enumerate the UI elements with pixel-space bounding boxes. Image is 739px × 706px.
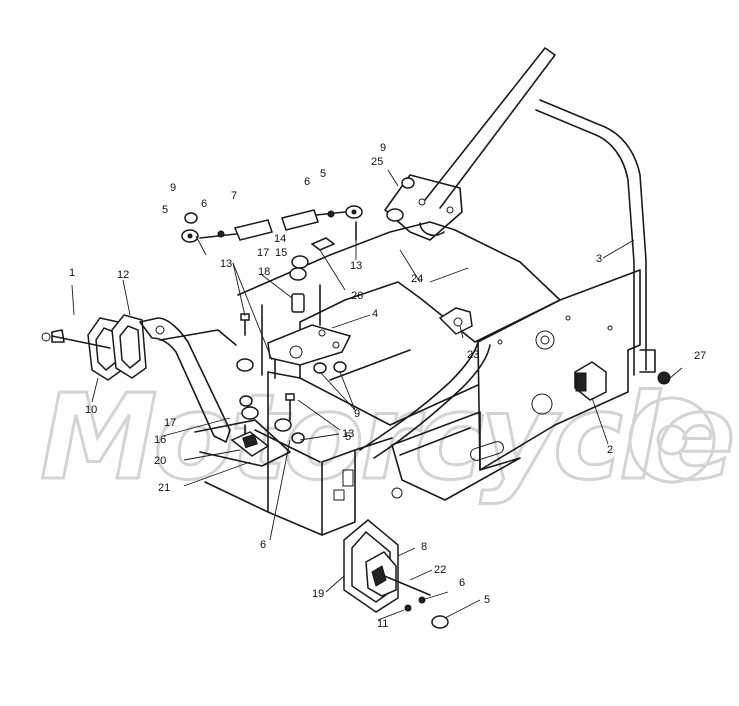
callout-15: 15 (275, 247, 287, 259)
callout-23: 23 (467, 349, 479, 361)
callout-25: 25 (371, 156, 383, 168)
callout-5c: 5 (345, 431, 351, 443)
callout-16: 16 (154, 434, 166, 446)
callout-17b: 17 (164, 417, 176, 429)
callout-18: 18 (258, 266, 270, 278)
callout-21: 21 (158, 482, 170, 494)
part-2-bracket (574, 361, 607, 401)
callout-5d: 5 (484, 594, 490, 606)
callout-11: 11 (377, 618, 388, 630)
callout-labels: 1 2 3 4 5 5 5 5 6 6 6 6 7 8 9 9 9 10 11 … (69, 142, 706, 630)
leader-lines (91, 169, 635, 621)
callout-1: 1 (69, 267, 75, 279)
callout-6b: 6 (304, 176, 310, 188)
callout-7: 7 (231, 190, 237, 202)
part-10-12-loops (87, 314, 237, 443)
callout-24: 24 (411, 273, 423, 285)
callout-13b: 13 (350, 260, 362, 272)
callout-2: 2 (607, 444, 613, 456)
callout-5a: 5 (162, 204, 168, 216)
callout-10: 10 (85, 404, 97, 416)
part-1-cable (41, 284, 111, 349)
callout-22: 22 (434, 564, 446, 576)
callout-6d: 6 (459, 577, 465, 589)
callout-20: 20 (154, 455, 166, 467)
part-8-19-22-mount (343, 519, 431, 613)
callout-27: 27 (694, 350, 706, 362)
callout-17a: 17 (257, 247, 269, 259)
callout-3: 3 (596, 253, 602, 265)
part-20-21-plate (194, 419, 291, 467)
callout-5b: 5 (320, 168, 326, 180)
callout-26: 26 (351, 290, 363, 302)
callout-9a: 9 (170, 182, 176, 194)
callout-8: 8 (421, 541, 427, 553)
callout-13c: 13 (342, 428, 354, 440)
watermark: Motorcycle (39, 367, 737, 508)
part-3-frame-tube (535, 99, 656, 376)
callout-9b: 9 (380, 142, 386, 154)
callout-9c: 9 (354, 408, 360, 420)
steering-column (384, 47, 556, 241)
part-7-tie-rod (199, 209, 346, 241)
watermark-text: Motorcycle (40, 368, 731, 506)
callout-14: 14 (274, 233, 286, 245)
callout-19: 19 (312, 588, 324, 600)
chassis-frame (204, 221, 641, 536)
callout-12: 12 (117, 269, 129, 281)
part-27-nut (657, 367, 683, 385)
part-23-bracket (438, 307, 473, 335)
callout-13a: 13 (220, 258, 232, 270)
callout-6c: 6 (260, 539, 266, 551)
part-26-clip (310, 237, 336, 251)
part-4-plate (267, 324, 352, 366)
callout-6a: 6 (201, 198, 207, 210)
callout-4: 4 (372, 308, 378, 320)
hardware-washers (181, 177, 449, 629)
